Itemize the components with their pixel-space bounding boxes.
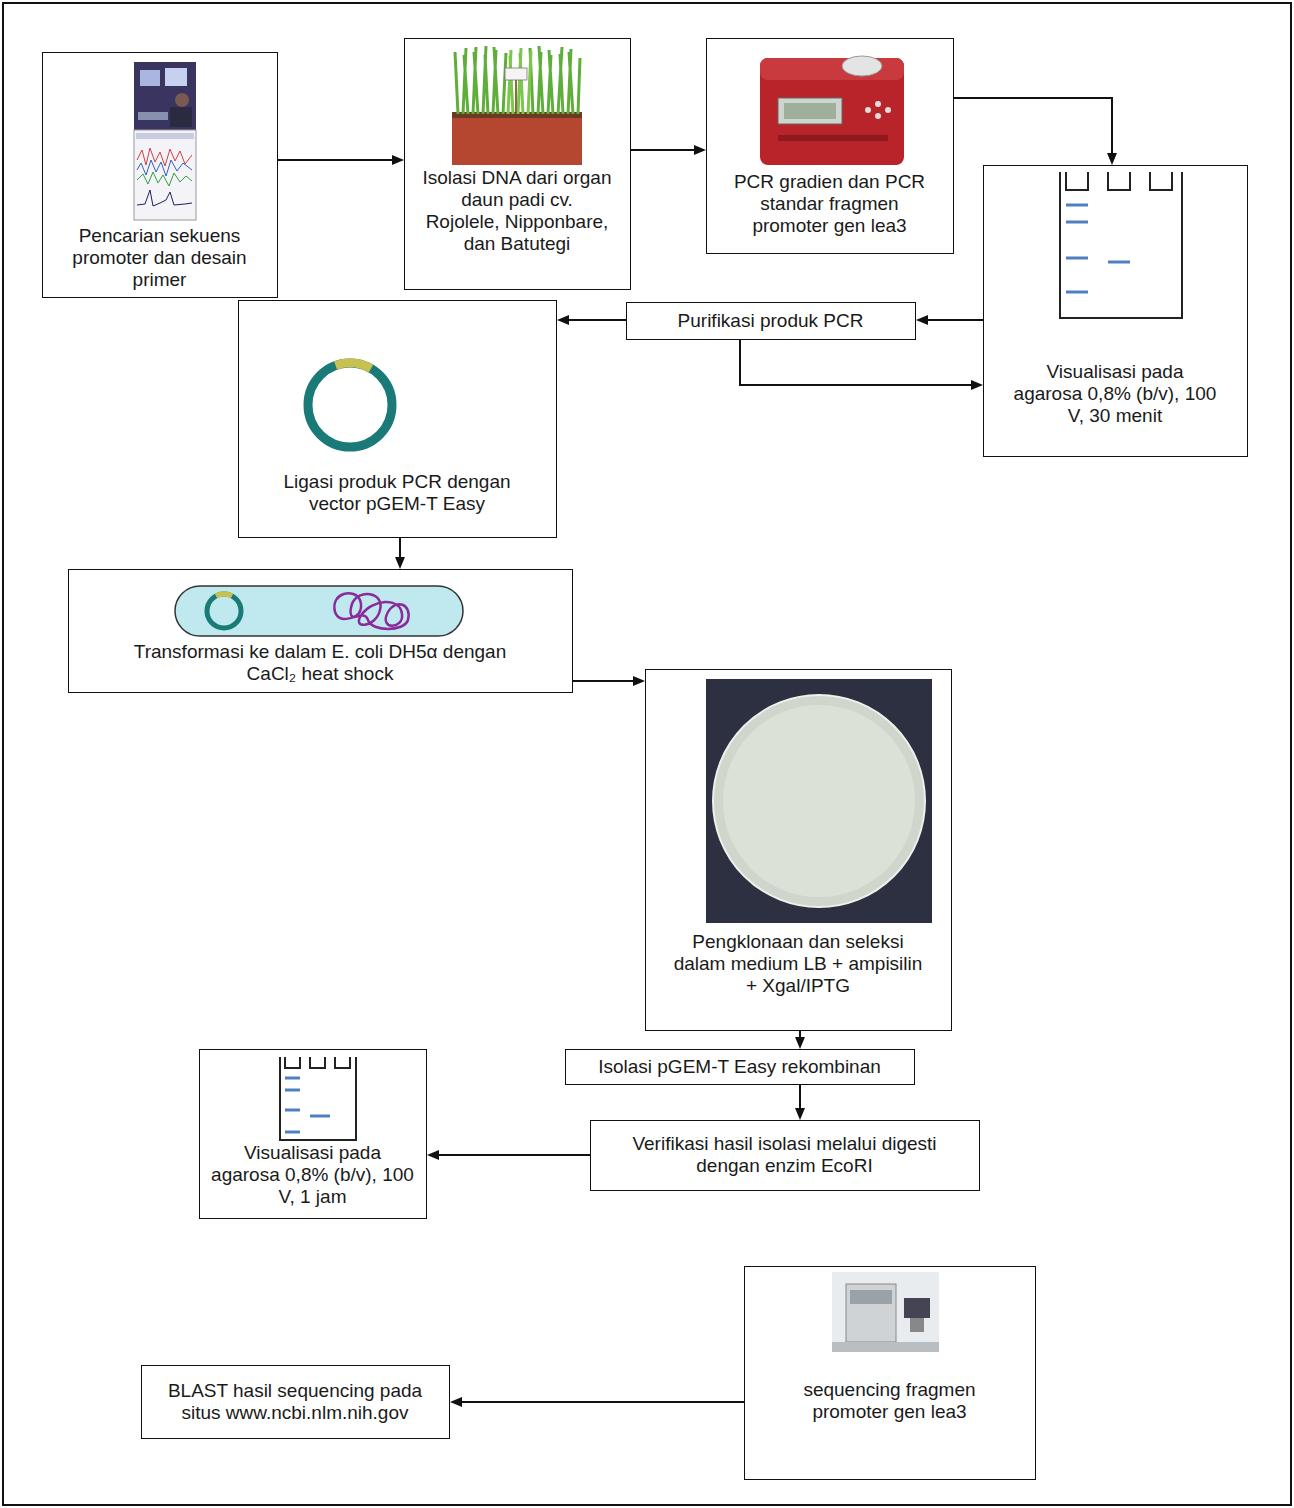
- outer-frame: [3, 3, 1291, 1505]
- sequencer-picture: [832, 1272, 939, 1352]
- connector-line: [439, 1154, 590, 1156]
- step-label: Pengklonaan dan seleksi dalam medium LB …: [668, 931, 928, 997]
- plasmid-picture: [308, 363, 392, 447]
- process-box: Ligasi produk PCR dengan vector pGEM-T E…: [238, 300, 557, 538]
- connector-line: [954, 98, 1112, 153]
- step-label: sequencing fragmen promoter gen lea3: [775, 1379, 1005, 1423]
- connector-line: [740, 340, 971, 385]
- arrowhead: [395, 557, 405, 569]
- arrowhead: [427, 1150, 439, 1160]
- arrowhead: [392, 155, 404, 165]
- arrowhead: [557, 315, 569, 325]
- connector-arrow: [740, 340, 983, 390]
- connector-line: [399, 538, 401, 557]
- connector-arrow: [557, 315, 626, 325]
- process-box: Visualisasi pada agarosa 0,8% (b/v), 100…: [199, 1049, 427, 1219]
- computer-picture: [134, 62, 196, 220]
- rice-seedlings-picture: [452, 46, 582, 165]
- connector-line: [631, 149, 694, 151]
- connector-arrow: [427, 1150, 590, 1160]
- step-label: PCR gradien dan PCR standar fragmen prom…: [722, 171, 937, 237]
- step-label: Transformasi ke dalam E. coli DH5α denga…: [130, 641, 510, 685]
- process-box: Transformasi ke dalam E. coli DH5α denga…: [68, 569, 573, 693]
- agarose-gel-picture: [280, 1057, 356, 1140]
- agarose-gel-picture: [1060, 172, 1182, 318]
- arrowhead: [795, 1037, 805, 1049]
- connector-arrow: [450, 1397, 744, 1407]
- pcr-machine-picture: [760, 56, 904, 165]
- connector-arrow: [795, 1031, 805, 1049]
- connector-arrow: [395, 538, 405, 569]
- process-box: sequencing fragmen promoter gen lea3: [744, 1266, 1036, 1480]
- process-box: Purifikasi produk PCR: [626, 302, 916, 340]
- petri-dish-picture: [706, 679, 932, 923]
- connector-line: [573, 680, 633, 682]
- step-label: Visualisasi pada agarosa 0,8% (b/v), 100…: [210, 1142, 415, 1208]
- process-box: PCR gradien dan PCR standar fragmen prom…: [706, 38, 954, 254]
- connector-line: [278, 159, 392, 161]
- arrowhead: [450, 1397, 462, 1407]
- arrowhead: [916, 315, 928, 325]
- process-box: Verifikasi hasil isolasi melalui digesti…: [590, 1120, 980, 1191]
- arrowhead: [971, 380, 983, 390]
- arrowhead: [795, 1108, 805, 1120]
- arrowhead: [694, 145, 706, 155]
- process-box: Isolasi pGEM-T Easy rekombinan: [565, 1049, 915, 1085]
- step-label: Visualisasi pada agarosa 0,8% (b/v), 100…: [1010, 361, 1220, 427]
- connector-line: [462, 1401, 744, 1403]
- step-label: Isolasi pGEM-T Easy rekombinan: [575, 1056, 905, 1078]
- connector-line: [799, 1031, 801, 1037]
- process-box: Pencarian sekuens promoter dan desain pr…: [42, 52, 278, 298]
- process-box: Visualisasi pada agarosa 0,8% (b/v), 100…: [983, 165, 1248, 457]
- process-box: Isolasi DNA dari organ daun padi cv. Roj…: [404, 38, 631, 290]
- bacterium-picture: [175, 586, 463, 636]
- connector-arrow: [795, 1085, 805, 1120]
- step-label: Pencarian sekuens promoter dan desain pr…: [72, 225, 247, 291]
- step-label: Purifikasi produk PCR: [636, 310, 906, 332]
- arrowhead: [633, 676, 645, 686]
- arrowhead: [1107, 153, 1117, 165]
- process-box: Pengklonaan dan seleksi dalam medium LB …: [645, 669, 952, 1031]
- connector-arrow: [954, 98, 1117, 165]
- step-label: BLAST hasil sequencing pada situs www.nc…: [150, 1380, 440, 1424]
- connector-arrow: [573, 676, 645, 686]
- connector-arrow: [278, 155, 404, 165]
- process-box: BLAST hasil sequencing pada situs www.nc…: [141, 1365, 450, 1439]
- step-label: Verifikasi hasil isolasi melalui digesti…: [615, 1133, 955, 1177]
- step-label: Ligasi produk PCR dengan vector pGEM-T E…: [262, 471, 532, 515]
- step-label: Isolasi DNA dari organ daun padi cv. Roj…: [422, 167, 612, 255]
- connector-line: [799, 1085, 801, 1108]
- connector-arrow: [916, 315, 983, 325]
- connector-arrow: [631, 145, 706, 155]
- connector-line: [928, 319, 983, 321]
- connector-line: [569, 319, 626, 321]
